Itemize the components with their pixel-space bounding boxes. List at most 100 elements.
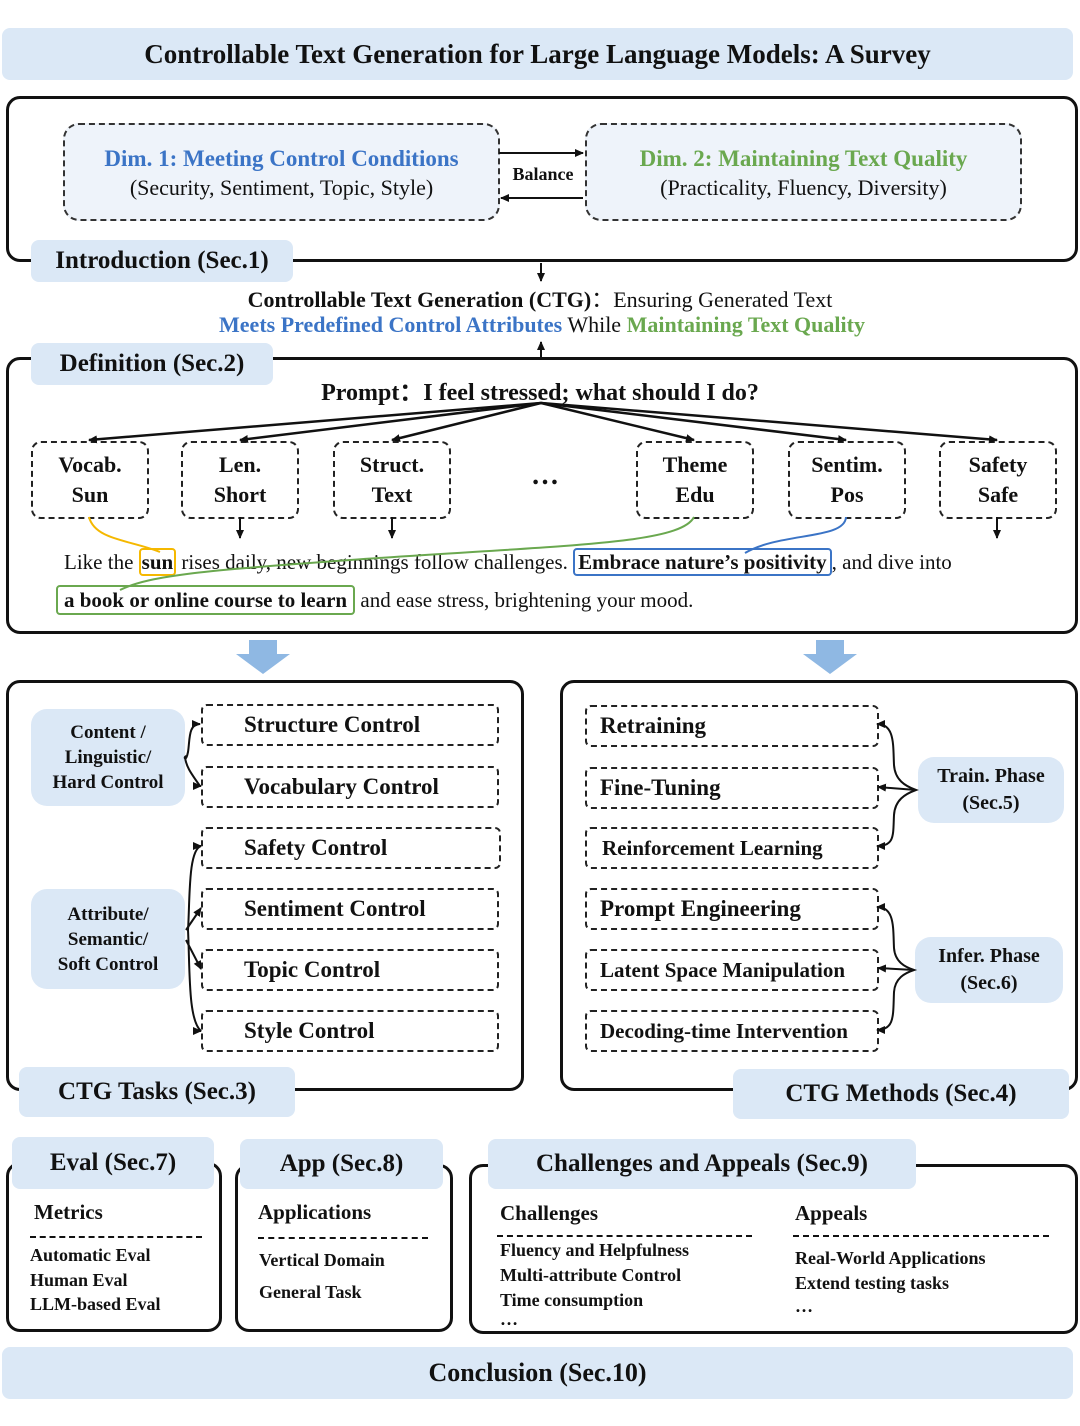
attr-length-l1: Len.: [218, 452, 262, 477]
tasks-tab: CTG Tasks (Sec.3): [19, 1067, 295, 1117]
tasks-label: CTG Tasks (Sec.3): [58, 1078, 256, 1105]
task-topic-label: Topic Control: [244, 957, 381, 982]
definition-label: Definition (Sec.2): [59, 350, 245, 377]
app-panel: [235, 1164, 453, 1332]
dim1-box: Dim. 1: Meeting Control Conditions (Secu…: [63, 123, 500, 221]
dim2-box: Dim. 2: Maintaining Text Quality (Practi…: [585, 123, 1022, 221]
task-topic-control: Topic Control: [201, 949, 499, 991]
ctg-definition-line2: Meets Predefined Control Attributes Whil…: [0, 312, 1080, 338]
challenges-divider: [497, 1235, 752, 1237]
task-structure-control: Structure Control: [201, 704, 499, 746]
app-item-general: General Task: [259, 1282, 362, 1302]
challenge-item-2: Multi-attribute Control: [500, 1265, 682, 1285]
task-safety-control: Safety Control: [201, 827, 501, 869]
method-decoding-time: Decoding-time Intervention: [585, 1010, 879, 1052]
attr-theme-l2: Edu: [675, 482, 715, 507]
method-retraining: Retraining: [585, 705, 879, 747]
methods-tab: CTG Methods (Sec.4): [733, 1069, 1069, 1119]
eval-label: Eval (Sec.7): [49, 1149, 177, 1176]
ctg-lead: Controllable Text Generation (CTG): [247, 287, 592, 312]
title-bar: Controllable Text Generation for Large L…: [2, 28, 1073, 80]
method-latent-label: Latent Space Manipulation: [600, 957, 846, 982]
soft-control-line1: Attribute/: [67, 903, 149, 925]
attr-safety-l1: Safety: [968, 452, 1028, 477]
task-vocabulary-label: Vocabulary Control: [244, 774, 439, 799]
dim1-title: Dim. 1: Meeting Control Conditions: [104, 146, 459, 171]
hard-control-line2: Linguistic/: [64, 747, 152, 768]
task-style-control: Style Control: [201, 1010, 499, 1052]
challenges-tab: Challenges and Appeals (Sec.9): [488, 1139, 916, 1189]
method-reinforcement-learning: Reinforcement Learning: [585, 827, 879, 869]
page-title: Controllable Text Generation for Large L…: [144, 38, 931, 69]
app-tab: App (Sec.8): [240, 1139, 443, 1189]
balance-label: Balance: [512, 164, 574, 184]
highlight-positivity: Embrace nature’s positivity: [573, 548, 832, 576]
method-latent-space: Latent Space Manipulation: [585, 949, 879, 991]
highlight-sun: sun: [138, 548, 177, 576]
attr-structure: Struct.Text: [333, 441, 451, 519]
soft-control-pill: Attribute/ Semantic/ Soft Control: [31, 889, 185, 989]
sentence-part1: Like the: [64, 550, 139, 574]
attr-sentiment: Sentim. Pos: [788, 441, 906, 519]
app-header: Applications: [258, 1200, 372, 1224]
intro-tab: Introduction (Sec.1): [31, 240, 293, 282]
challenge-item-more: …: [500, 1309, 518, 1329]
attr-safety-l2: Safe: [977, 482, 1019, 507]
ctg-part-green: Maintaining Text Quality: [626, 312, 865, 337]
method-fine-tuning: Fine-Tuning: [585, 767, 879, 809]
dim2-subtitle: (Practicality, Fluency, Diversity): [660, 175, 947, 200]
infer-phase-line1: Infer. Phase: [938, 945, 1040, 967]
challenge-item-3: Time consumption: [500, 1290, 644, 1310]
soft-control-line2: Semantic/: [67, 928, 149, 950]
train-phase-line1: Train. Phase: [937, 765, 1045, 787]
attr-structure-l1: Struct.: [359, 452, 425, 477]
highlight-learn: a book or online course to learn: [56, 585, 356, 615]
attr-theme-l1: Theme: [662, 452, 728, 477]
conclusion-bar: Conclusion (Sec.10): [2, 1347, 1073, 1399]
attr-ellipsis: …: [531, 460, 559, 491]
task-vocabulary-control: Vocabulary Control: [201, 766, 499, 808]
infer-phase-pill: Infer. Phase (Sec.6): [915, 937, 1063, 1003]
infer-phase-line2: (Sec.6): [960, 972, 1018, 994]
down-arrow-icon: [803, 640, 857, 674]
sentence-part7: and ease stress, brightening your mood.: [355, 588, 694, 612]
down-arrow-icon: [236, 640, 290, 674]
eval-item-human: Human Eval: [30, 1270, 128, 1290]
attr-vocab-l2: Sun: [71, 482, 109, 507]
eval-divider: [30, 1236, 202, 1238]
attr-vocab: Vocab. Sun: [31, 441, 149, 519]
method-decoding-label: Decoding-time Intervention: [600, 1018, 848, 1043]
intro-label: Introduction (Sec.1): [55, 247, 269, 274]
dim1-subtitle: (Security, Sentiment, Topic, Style): [129, 175, 434, 200]
attr-vocab-l1: Vocab.: [58, 452, 122, 477]
task-sentiment-control: Sentiment Control: [201, 888, 499, 930]
method-prompt-label: Prompt Engineering: [600, 896, 801, 921]
attr-sentiment-l2: Pos: [830, 482, 864, 507]
sentence-part5: , and dive into: [831, 550, 952, 574]
attr-sentiment-l1: Sentim.: [811, 452, 883, 477]
challenge-item-1: Fluency and Helpfulness: [500, 1240, 690, 1260]
definition-tab: Definition (Sec.2): [31, 343, 273, 385]
appeal-item-2: Extend testing tasks: [795, 1273, 950, 1293]
soft-control-line3: Soft Control: [57, 953, 159, 975]
generated-line1: Like the sun rises daily, new beginnings…: [64, 548, 952, 576]
challenges-label: Challenges and Appeals (Sec.9): [536, 1150, 868, 1177]
attr-length: Len. Short: [181, 441, 299, 519]
sentence-part3: rises daily, new beginnings follow chall…: [176, 550, 574, 574]
eval-item-llm: LLM-based Eval: [30, 1294, 161, 1314]
challenges-header: Challenges: [500, 1201, 599, 1225]
appeal-item-more: …: [795, 1296, 813, 1316]
challenges-panel: [469, 1164, 1078, 1334]
ctg-definition-line1: Controllable Text Generation (CTG)：Ensur…: [0, 282, 1080, 314]
dim2-title: Dim. 2: Maintaining Text Quality: [639, 146, 968, 171]
method-retraining-label: Retraining: [600, 713, 707, 738]
methods-label: CTG Methods (Sec.4): [785, 1080, 1017, 1107]
eval-item-automatic: Automatic Eval: [30, 1245, 151, 1265]
app-divider: [258, 1237, 428, 1239]
task-safety-label: Safety Control: [244, 835, 388, 860]
attr-length-l2: Short: [213, 482, 267, 507]
ctg-part-blue: Meets Predefined Control Attributes: [219, 312, 563, 337]
appeal-item-1: Real-World Applications: [795, 1248, 986, 1268]
